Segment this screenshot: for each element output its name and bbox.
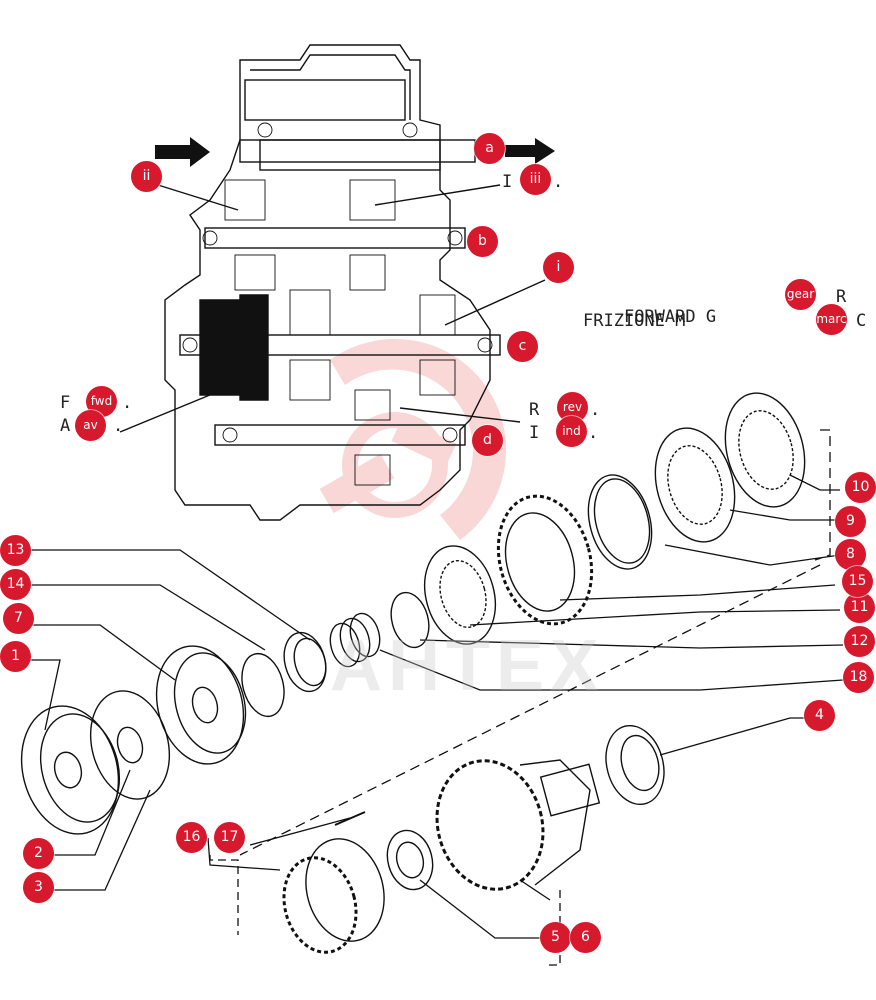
part-marker-17[interactable]: 17 — [214, 822, 245, 853]
ref-marker-ind[interactable]: ind — [556, 416, 587, 447]
caption-forward-gear-tail: R — [836, 287, 847, 307]
part-marker-6[interactable]: 6 — [570, 922, 601, 953]
ref-leaders — [119, 184, 546, 433]
part-marker-16[interactable]: 16 — [176, 822, 207, 853]
ref-marker-a[interactable]: a — [474, 133, 505, 164]
ref-marker-av[interactable]: av — [75, 410, 106, 441]
part-marker-15[interactable]: 15 — [842, 566, 873, 597]
caption-forward-gear: FORWARD G — [583, 287, 716, 347]
part-marker-11[interactable]: 11 — [844, 592, 875, 623]
caption-iii-suffix: . — [553, 172, 564, 192]
watermark-text: AHTEX — [330, 626, 605, 706]
gearbox-cross-section — [164, 44, 501, 521]
caption-frizione-tail: C — [856, 311, 867, 331]
logo-watermark — [319, 338, 507, 540]
part-marker-18[interactable]: 18 — [843, 662, 874, 693]
caption-iii-prefix: I — [502, 172, 513, 192]
ref-marker-c[interactable]: c — [507, 331, 538, 362]
ref-marker-marc[interactable]: marc — [816, 304, 847, 335]
exploded-parts — [20, 392, 806, 954]
caption-rev-suffix: . — [590, 400, 601, 420]
part-marker-1[interactable]: 1 — [0, 641, 31, 672]
part-leaders — [29, 429, 844, 966]
ref-marker-b[interactable]: b — [467, 226, 498, 257]
ref-marker-ii[interactable]: ii — [131, 161, 162, 192]
ref-marker-gear[interactable]: gear — [785, 279, 816, 310]
part-marker-2[interactable]: 2 — [23, 838, 54, 869]
part-marker-13[interactable]: 13 — [0, 535, 31, 566]
part-marker-3[interactable]: 3 — [23, 872, 54, 903]
part-marker-9[interactable]: 9 — [835, 506, 866, 537]
caption-fwd-prefix: F — [60, 393, 71, 413]
caption-frizione: FRIZIONE M — [583, 311, 686, 331]
caption-fwd-suffix: . — [122, 393, 133, 413]
caption-rev-prefix: R — [529, 400, 540, 420]
ref-marker-i[interactable]: i — [543, 252, 574, 283]
part-marker-14[interactable]: 14 — [0, 569, 31, 600]
caption-av-suffix: . — [113, 416, 124, 436]
caption-ind-prefix: I — [529, 423, 540, 443]
ref-marker-iii[interactable]: iii — [520, 164, 551, 195]
part-marker-8[interactable]: 8 — [835, 539, 866, 570]
part-marker-12[interactable]: 12 — [844, 626, 875, 657]
caption-ind-suffix: . — [588, 423, 599, 443]
part-marker-4[interactable]: 4 — [804, 700, 835, 731]
flow-arrows — [155, 137, 555, 167]
part-marker-5[interactable]: 5 — [540, 922, 571, 953]
caption-forward-gear-line1: FORWARD G — [623, 307, 717, 327]
ref-marker-fwd[interactable]: fwd — [86, 386, 117, 417]
ref-marker-d[interactable]: d — [472, 425, 503, 456]
part-marker-7[interactable]: 7 — [3, 603, 34, 634]
caption-av-prefix: A — [60, 416, 71, 436]
part-marker-10[interactable]: 10 — [845, 472, 876, 503]
